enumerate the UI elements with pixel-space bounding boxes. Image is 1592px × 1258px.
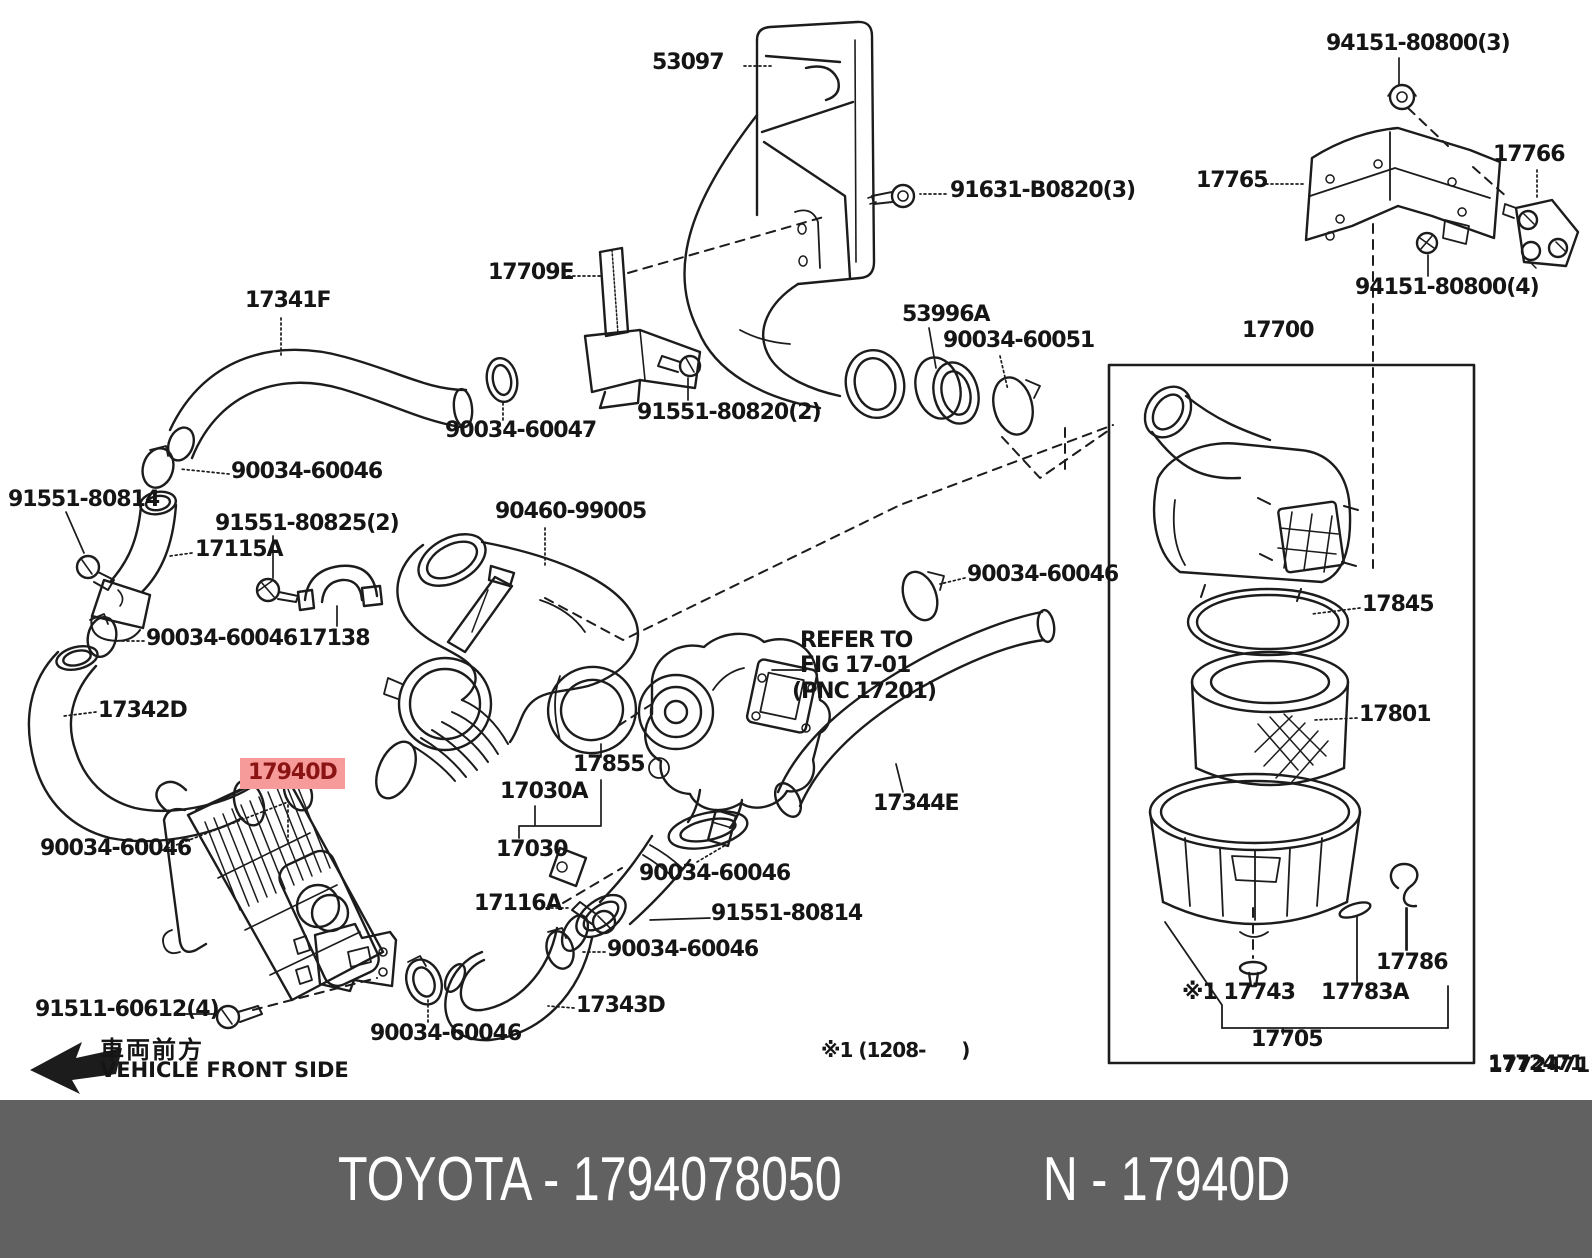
part-label-94151-80800-3: 94151-80800(3) <box>1326 31 1511 56</box>
part-number-banner: TOYOTA - 1794078050 N - 17940D <box>0 1100 1592 1258</box>
clamp-17030A <box>383 656 493 752</box>
part-label-91551-80825-2: 91551-80825(2) <box>215 511 400 536</box>
pipe-17116A <box>548 834 692 939</box>
part-label-17845: 17845 <box>1362 592 1435 617</box>
air-duct-17030 <box>375 533 639 800</box>
air-duct-53097 <box>683 20 906 419</box>
part-label-1-17743: ※1 17743 <box>1182 980 1296 1005</box>
part-label-pnc-17201: (PNC 17201) <box>792 679 937 704</box>
clamp-90034-60046-a <box>141 445 175 489</box>
part-label-17940d: 17940D <box>240 758 345 789</box>
hose-ring-17855 <box>546 665 638 755</box>
case-cup-17705 <box>1148 772 1362 938</box>
bolt-91551-80814-left <box>75 554 115 591</box>
banner-pnc-code: N - 17940D <box>1042 1144 1290 1214</box>
part-label-91551-80814: 91551-80814 <box>711 901 863 926</box>
leader-lines <box>63 57 1538 1023</box>
part-label-17030: 17030 <box>496 837 569 862</box>
clamp-90034-60046-c <box>901 570 945 622</box>
part-label-1-1208: ※1 (1208- ) <box>821 1038 970 1062</box>
part-label-17783a: 17783A <box>1321 980 1410 1005</box>
part-label-17342d: 17342D <box>98 698 188 723</box>
part-label-1772471: 1772471 <box>1488 1051 1584 1075</box>
clamp-90034-60046-b <box>86 613 118 658</box>
part-label-refer-to: REFER TO <box>800 628 913 653</box>
part-label-17786: 17786 <box>1376 950 1449 975</box>
banner-part-number: TOYOTA - 1794078050 <box>338 1144 842 1214</box>
nut-94151-80800-4 <box>1415 231 1439 255</box>
clip-17786 <box>1389 862 1419 951</box>
bolt-91631-B0820 <box>867 183 916 209</box>
part-label-90034-60046: 90034-60046 <box>231 459 383 484</box>
hose-17343D <box>443 914 594 1042</box>
part-label-17801: 17801 <box>1359 702 1432 727</box>
gasket-17783A <box>1338 901 1372 985</box>
part-label-94151-80800-4: 94151-80800(4) <box>1355 275 1540 300</box>
part-label-90034-60046: 90034-60046 <box>40 836 192 861</box>
part-label-17855: 17855 <box>573 752 646 777</box>
hose-17344E <box>773 608 1056 818</box>
air-cleaner-box-17700 <box>1107 363 1476 1065</box>
nut-94151-80800-3 <box>1387 83 1417 111</box>
part-label-90034-60046: 90034-60046 <box>607 937 759 962</box>
vehicle-front-arrow <box>30 1042 122 1094</box>
bolt-91551-80820 <box>657 354 702 378</box>
part-label-17709e: 17709E <box>488 260 575 285</box>
part-label-90034-60046: 90034-60046 <box>639 861 791 886</box>
part-label-fig-17-01: FIG 17-01 <box>800 653 911 678</box>
hose-53996A <box>914 356 980 425</box>
clamp-90034-60046-g <box>404 955 444 1006</box>
part-label-90034-60046: 90034-60046 <box>370 1021 522 1046</box>
part-label-17766: 17766 <box>1493 142 1566 167</box>
part-label-17700: 17700 <box>1242 318 1315 343</box>
bracket-17709E <box>583 246 702 410</box>
clamp-90034-60051 <box>992 376 1041 436</box>
intercooler-17940D <box>155 765 398 1002</box>
part-label-17705: 17705 <box>1251 1027 1324 1052</box>
clamp-90034-60047 <box>485 356 519 404</box>
part-label-17138: 17138 <box>298 626 371 651</box>
bracket-17138 <box>296 564 384 612</box>
clamp-90034-60046-f <box>545 927 575 970</box>
vehicle-front-label-en: VEHICLE FRONT SIDE <box>100 1058 349 1082</box>
part-label-53097: 53097 <box>652 50 725 75</box>
clamp-90034-60046-e <box>706 808 738 848</box>
filter-element-17801 <box>1190 650 1350 787</box>
part-label-17765: 17765 <box>1196 168 1269 193</box>
plate-17766 <box>1502 198 1580 269</box>
part-label-90460-99005: 90460-99005 <box>495 499 647 524</box>
strap-90460-99005 <box>446 564 516 654</box>
vehicle-front-label-jp: 車両前方 <box>100 1036 204 1064</box>
figure-number: 1772471 <box>1488 1053 1591 1077</box>
part-label-90034-60047: 90034-60047 <box>445 418 597 443</box>
bracket-17765 <box>1304 126 1502 245</box>
part-label-17344e: 17344E <box>873 791 960 816</box>
part-label-90034-60046: 90034-60046 <box>146 626 298 651</box>
hose-17341F <box>166 348 474 462</box>
part-label-17341f: 17341F <box>245 288 332 313</box>
part-label-90034-60051: 90034-60051 <box>943 328 1095 353</box>
hose-clamps <box>86 356 1041 1006</box>
part-label-91511-60612-4: 91511-60612(4) <box>35 997 220 1022</box>
air-cleaner-cap <box>1143 385 1359 602</box>
part-label-91551-80820-2: 91551-80820(2) <box>637 400 822 425</box>
part-label-91551-80814: 91551-80814 <box>8 487 160 512</box>
gasket-ring-17845 <box>1186 587 1350 657</box>
part-label-17030a: 17030A <box>500 779 589 804</box>
part-label-53996a: 53996A <box>902 302 991 327</box>
group-bracket-17705 <box>1164 921 1449 1035</box>
fasteners <box>75 83 1439 1030</box>
bolt-91551-80814-right <box>571 901 617 935</box>
part-label-17343d: 17343D <box>576 993 666 1018</box>
part-label-90034-60046: 90034-60046 <box>967 562 1119 587</box>
bolt-91551-80825 <box>255 577 299 603</box>
rivet-17743 <box>1238 960 1268 988</box>
part-label-17115a: 17115A <box>195 537 284 562</box>
part-label-91631-b0820-3: 91631-B0820(3) <box>950 178 1136 203</box>
part-label-17116a: 17116A <box>474 891 563 916</box>
bolt-91511-60612 <box>215 1004 263 1030</box>
